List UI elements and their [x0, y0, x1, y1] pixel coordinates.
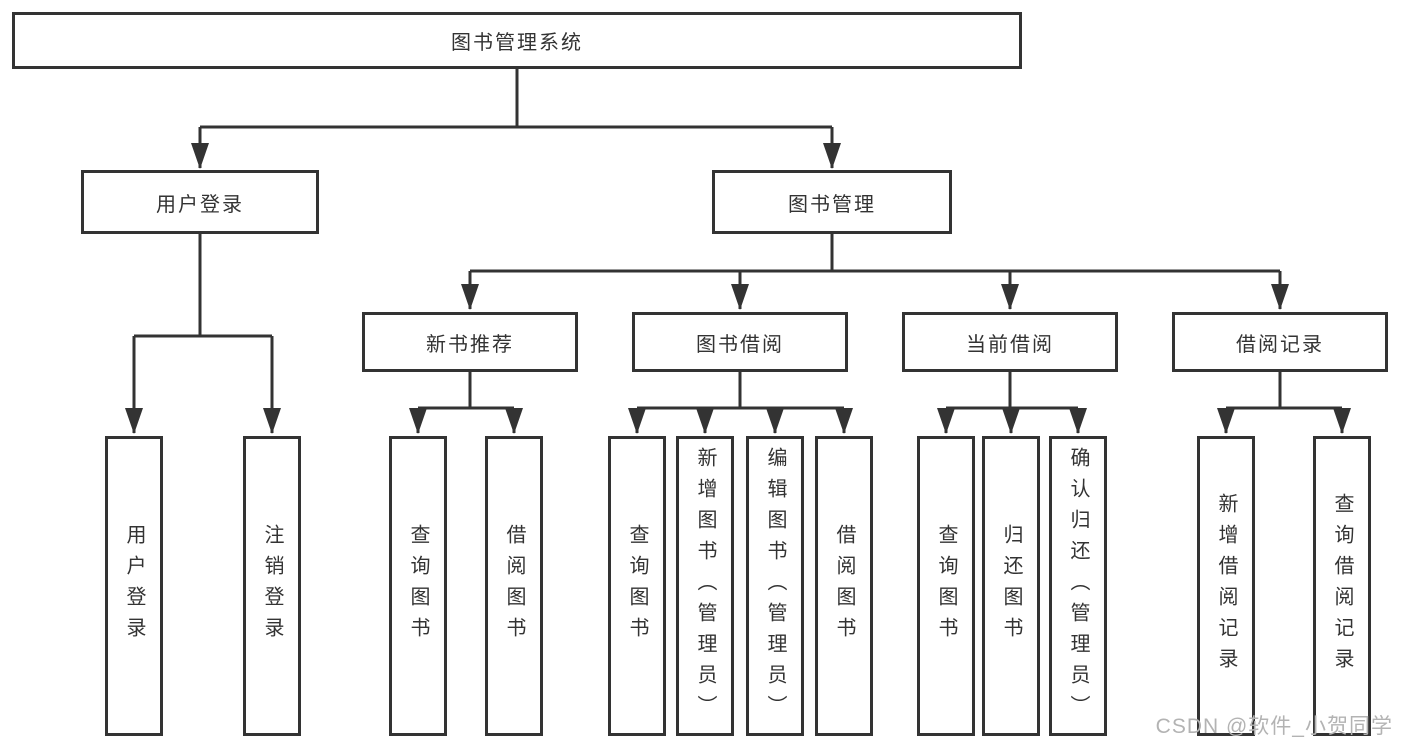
node-book-management: 图书管理 — [712, 170, 952, 234]
leaf-query-books-2-label: 查询图书 — [626, 524, 648, 648]
leaf-borrow-books-1-label: 借阅图书 — [503, 524, 525, 648]
leaf-confirm-return-admin-label: 确认归还（管理员） — [1067, 446, 1089, 726]
node-borrow-records: 借阅记录 — [1172, 312, 1388, 372]
node-current-borrow-label: 当前借阅 — [966, 333, 1054, 356]
leaf-add-borrow-record: 新增借阅记录 — [1197, 436, 1255, 736]
leaf-query-books-1-label: 查询图书 — [407, 524, 429, 648]
leaf-logout-login-label: 注销登录 — [261, 524, 283, 648]
node-current-borrow: 当前借阅 — [902, 312, 1118, 372]
leaf-user-login: 用户登录 — [105, 436, 163, 736]
leaf-return-book: 归还图书 — [982, 436, 1040, 736]
node-root: 图书管理系统 — [12, 12, 1022, 69]
node-root-label: 图书管理系统 — [451, 32, 583, 54]
leaf-add-book-admin-label: 新增图书（管理员） — [694, 446, 716, 726]
leaf-add-borrow-record-label: 新增借阅记录 — [1215, 493, 1237, 679]
leaf-logout-login: 注销登录 — [243, 436, 301, 736]
leaf-query-books-3: 查询图书 — [917, 436, 975, 736]
node-new-book-recommend-label: 新书推荐 — [426, 333, 514, 356]
node-borrow-records-label: 借阅记录 — [1236, 333, 1324, 356]
csdn-watermark: CSDN @软件_小贺同学 — [1155, 715, 1393, 738]
leaf-query-books-3-label: 查询图书 — [935, 524, 957, 648]
node-book-management-label: 图书管理 — [788, 193, 876, 216]
leaf-edit-book-admin-label: 编辑图书（管理员） — [764, 446, 786, 726]
leaf-query-borrow-record-label: 查询借阅记录 — [1331, 493, 1353, 679]
leaf-query-borrow-record: 查询借阅记录 — [1313, 436, 1371, 736]
node-user-login: 用户登录 — [81, 170, 319, 234]
leaf-borrow-books-1: 借阅图书 — [485, 436, 543, 736]
node-book-borrow-label: 图书借阅 — [696, 333, 784, 356]
node-new-book-recommend: 新书推荐 — [362, 312, 578, 372]
leaf-return-book-label: 归还图书 — [1000, 524, 1022, 648]
leaf-edit-book-admin: 编辑图书（管理员） — [746, 436, 804, 736]
leaf-user-login-label: 用户登录 — [123, 524, 145, 648]
node-user-login-label: 用户登录 — [156, 193, 244, 216]
node-book-borrow: 图书借阅 — [632, 312, 848, 372]
leaf-borrow-books-2-label: 借阅图书 — [833, 524, 855, 648]
leaf-query-books-2: 查询图书 — [608, 436, 666, 736]
leaf-borrow-books-2: 借阅图书 — [815, 436, 873, 736]
leaf-query-books-1: 查询图书 — [389, 436, 447, 736]
leaf-add-book-admin: 新增图书（管理员） — [676, 436, 734, 736]
leaf-confirm-return-admin: 确认归还（管理员） — [1049, 436, 1107, 736]
